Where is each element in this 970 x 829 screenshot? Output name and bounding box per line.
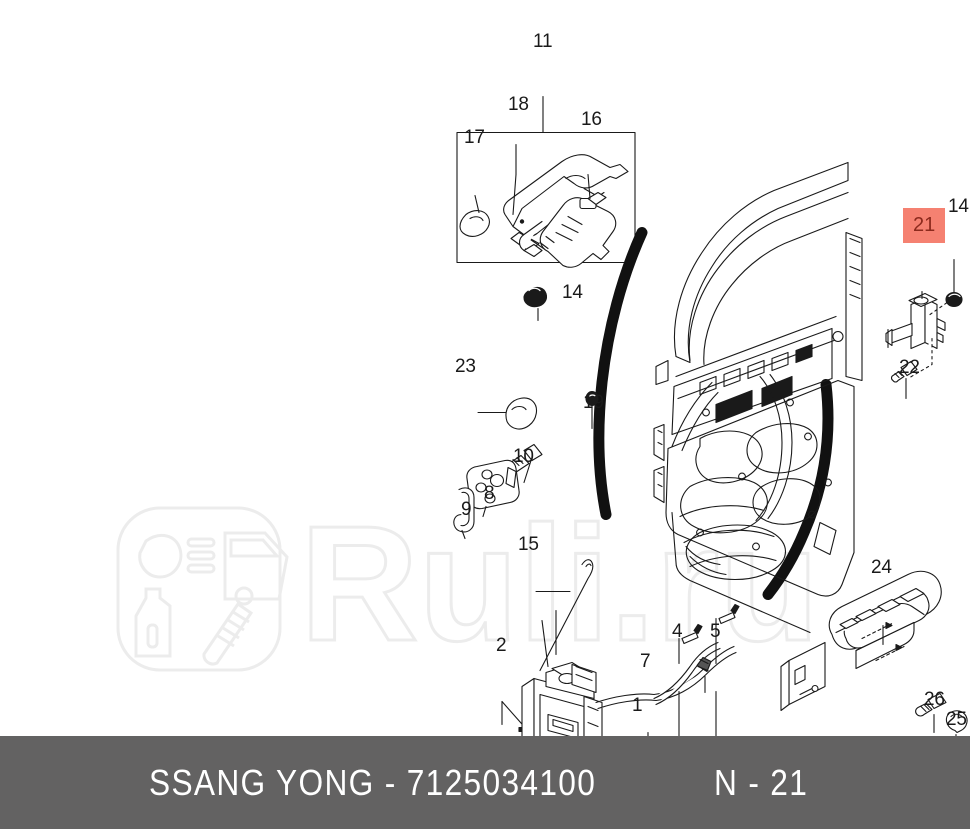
part-9-striker-clip xyxy=(453,487,475,540)
callout-4: 4 xyxy=(672,621,683,642)
callout-14-upper: 14 xyxy=(562,282,583,303)
part-19-lock-pin xyxy=(585,390,599,430)
callout-8: 8 xyxy=(484,483,495,504)
callout-2: 2 xyxy=(496,635,507,656)
callout-5: 5 xyxy=(710,621,721,642)
callout-24: 24 xyxy=(871,557,892,578)
callout-19: 19 xyxy=(583,392,604,413)
part-16-handle-base xyxy=(518,173,617,268)
door-shell-assembly xyxy=(593,161,863,634)
callout-7: 7 xyxy=(640,651,651,672)
callout-1: 1 xyxy=(632,695,643,716)
part-24-inside-handle xyxy=(780,570,942,712)
callout-26: 26 xyxy=(924,689,945,710)
part-22-check-bolt xyxy=(890,360,918,400)
callout-23: 23 xyxy=(455,356,476,377)
callout-22: 22 xyxy=(899,357,920,378)
callout-16: 16 xyxy=(581,109,602,130)
callout-21-highlighted: 21 xyxy=(903,208,946,243)
footer-content: SSANG YONG - 7125034100 N - 21 xyxy=(149,762,820,804)
outer-handle-detail-box xyxy=(456,95,636,264)
part-26-handle-screw xyxy=(915,692,947,734)
part-25-screw-cover xyxy=(945,710,968,751)
callout-9: 9 xyxy=(461,499,472,520)
footer-brand-part-number: SSANG YONG - 7125034100 xyxy=(149,761,597,803)
callout-25: 25 xyxy=(946,709,967,730)
part-15-control-rod xyxy=(535,559,594,672)
callout-17: 17 xyxy=(464,127,485,148)
callout-14-check: 14 xyxy=(948,196,969,217)
callout-11: 11 xyxy=(533,31,553,52)
part-17-handle-cap xyxy=(459,194,490,237)
part-14-grommet-check xyxy=(945,258,963,308)
callout-18: 18 xyxy=(508,94,529,115)
part-8-door-striker xyxy=(466,459,520,518)
callout-15: 15 xyxy=(518,534,539,555)
footer-page-reference: N - 21 xyxy=(713,761,808,803)
callout-10: 10 xyxy=(513,446,534,467)
footer-bar: SSANG YONG - 7125034100 N - 21 xyxy=(0,736,970,829)
part-14-grommet-upper xyxy=(523,286,548,322)
part-23-plug-cap xyxy=(477,397,538,430)
